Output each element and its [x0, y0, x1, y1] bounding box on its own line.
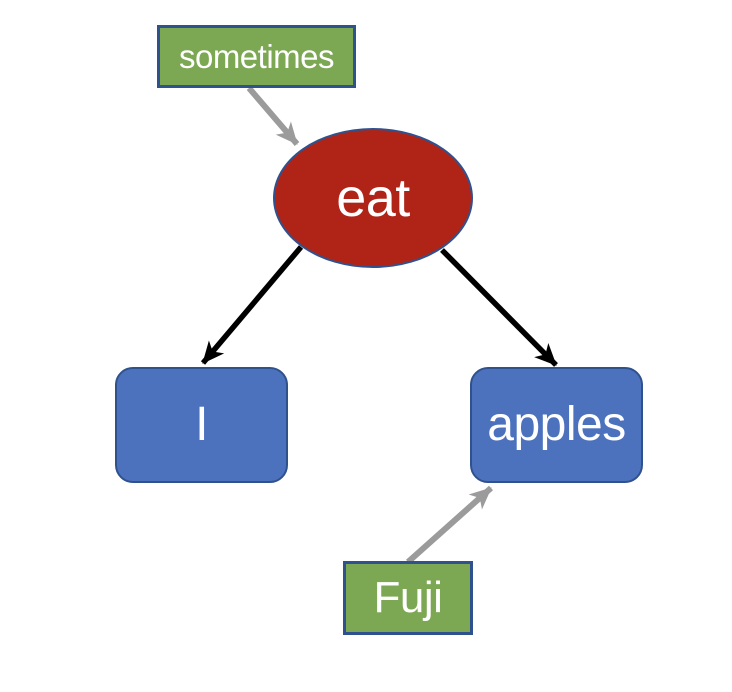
node-fuji: Fuji [343, 561, 473, 635]
node-apples: apples [470, 367, 643, 483]
edge-eat-to-i [200, 245, 304, 365]
node-sometimes-label: sometimes [178, 38, 335, 75]
edge-sometimes-to-eat [246, 86, 300, 146]
edge-fuji-to-apples [406, 485, 493, 565]
node-apples-label: apples [487, 398, 626, 451]
node-fuji-label: Fuji [373, 573, 443, 622]
edge-eat-to-apples [440, 248, 558, 367]
node-sometimes: sometimes [157, 25, 356, 88]
node-i-label: I [195, 398, 208, 451]
node-eat: eat [273, 128, 473, 268]
node-i: I [115, 367, 288, 483]
node-eat-label: eat [336, 168, 410, 228]
